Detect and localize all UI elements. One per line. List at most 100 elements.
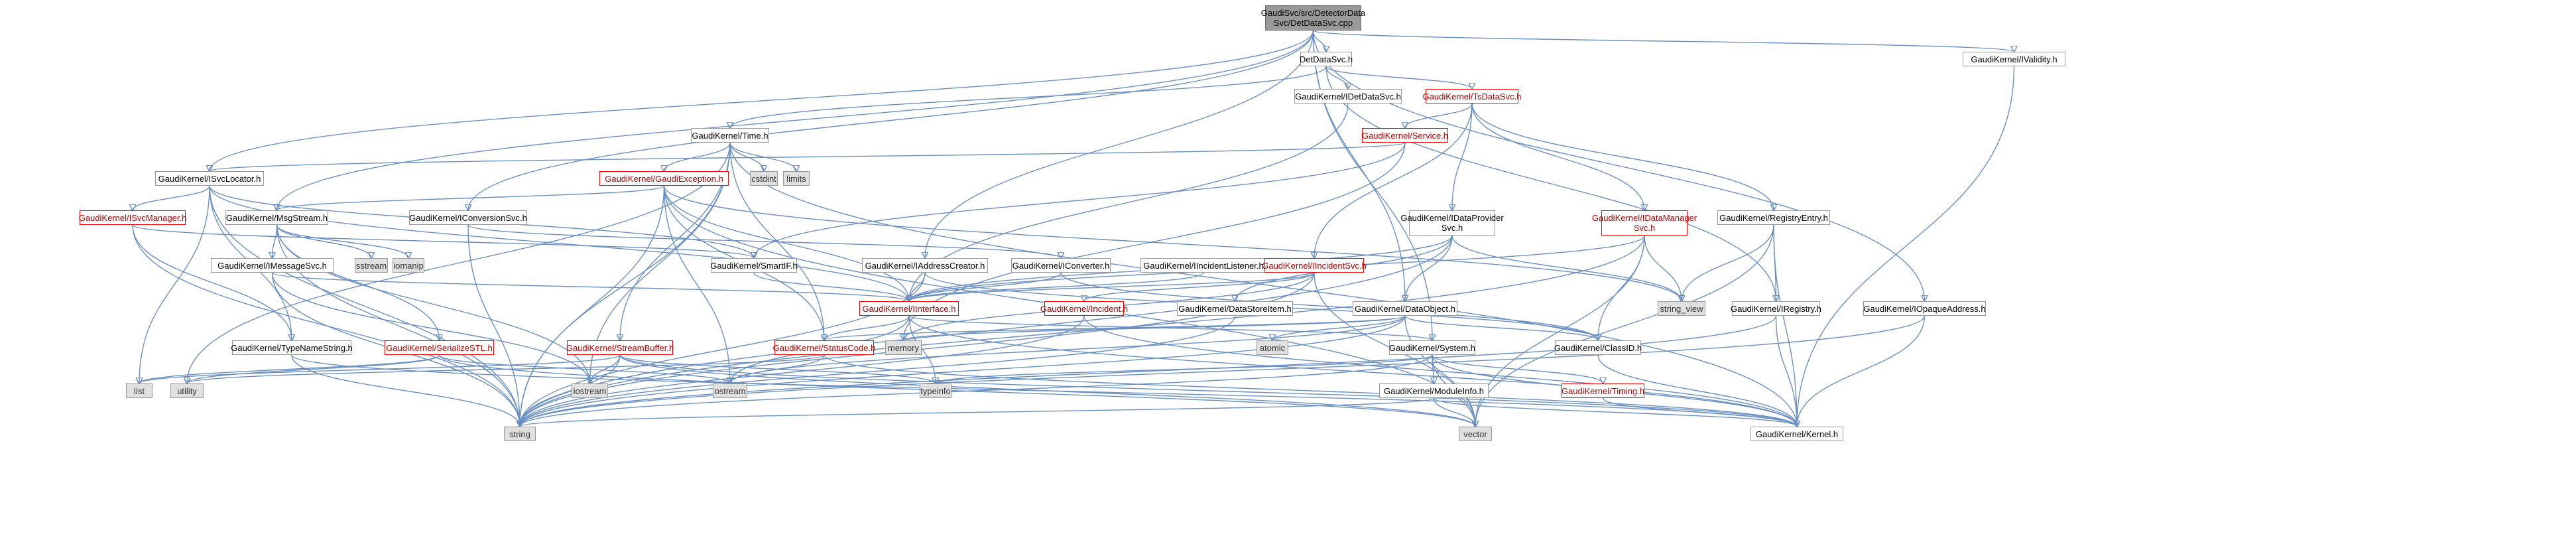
graph-node-idetdatasvc[interactable]: GaudiKernel/IDetDataSvc.h: [1294, 89, 1402, 103]
edge-iconversionsvc-to-string: [467, 224, 520, 427]
edge-time-to-gaudiexception: [664, 142, 731, 171]
graph-node-classid[interactable]: GaudiKernel/ClassID.h: [1554, 340, 1642, 355]
graph-node-time[interactable]: GaudiKernel/Time.h: [691, 128, 769, 143]
edge-root-to-msgstream: [277, 30, 1314, 210]
edge-serializestl-to-list: [139, 354, 440, 383]
edge-time-to-limits: [729, 142, 796, 171]
edge-msgstream-to-iomanip: [276, 224, 409, 258]
edge-service-to-isvclocator: [210, 142, 1406, 171]
edge-serializestl-to-ostream: [438, 354, 731, 383]
edge-dataobject-to-vector: [1404, 315, 1475, 427]
graph-node-streambuffer[interactable]: GaudiKernel/StreamBuffer.h: [566, 340, 674, 355]
edge-iregistry-to-kernel: [1775, 315, 1798, 427]
edge-isvcmanager-to-smartif: [132, 224, 754, 258]
edge-iincidentlistener-to-iinterface: [909, 272, 1204, 301]
edge-idataprovidersvc-to-string_view: [1451, 235, 1682, 301]
edge-imessagesvc-to-iostream: [271, 272, 590, 383]
edge-system-to-string: [520, 354, 1433, 427]
edge-msgstream-to-string: [276, 224, 521, 427]
graph-node-smartif[interactable]: GaudiKernel/SmartIF.h: [710, 258, 798, 273]
edge-moduleinfo-to-string: [520, 397, 1435, 427]
graph-node-tsdatasvc[interactable]: GaudiKernel/TsDataSvc.h: [1423, 89, 1521, 103]
graph-node-idataprovidersvc[interactable]: GaudiKernel/IDataProvider Svc.h: [1400, 210, 1504, 236]
graph-node-idatamanagersvc[interactable]: GaudiKernel/IDataManager Svc.h: [1592, 210, 1697, 236]
graph-node-gaudiexception[interactable]: GaudiKernel/GaudiException.h: [599, 171, 729, 186]
edge-serializestl-to-utility: [187, 354, 440, 383]
edge-streambuffer-to-list: [139, 354, 621, 383]
edge-iconversionsvc-to-iconverter: [467, 224, 1061, 258]
edge-classid-to-kernel: [1597, 354, 1797, 427]
graph-node-kernel[interactable]: GaudiKernel/Kernel.h: [1750, 427, 1843, 441]
graph-node-iinterface[interactable]: GaudiKernel/IInterface.h: [859, 301, 959, 316]
edge-root-to-iopaqueaddress: [1312, 30, 1925, 301]
graph-node-system[interactable]: GaudiKernel/System.h: [1389, 340, 1475, 355]
graph-node-isvcmanager[interactable]: GaudiKernel/ISvcManager.h: [79, 210, 186, 225]
graph-node-iincidentsvc[interactable]: GaudiKernel/IIncidentSvc.h: [1262, 258, 1367, 273]
graph-node-service[interactable]: GaudiKernel/Service.h: [1362, 128, 1448, 143]
edge-time-to-utility: [187, 142, 731, 383]
edge-detdatasvc-to-idetdatasvc: [1325, 66, 1348, 89]
edge-service-to-smartif: [754, 142, 1406, 258]
edge-moduleinfo-to-kernel: [1433, 397, 1798, 427]
graph-node-iaddresscreator[interactable]: GaudiKernel/IAddressCreator.h: [862, 258, 988, 273]
edge-iinterface-to-statuscode: [824, 315, 910, 340]
graph-node-iconverter[interactable]: GaudiKernel/IConverter.h: [1011, 258, 1111, 273]
edge-gaudiexception-to-iinterface: [663, 185, 910, 301]
edge-idatamanagersvc-to-string_view: [1644, 235, 1682, 301]
graph-node-ivalidity[interactable]: GaudiKernel/IValidity.h: [1963, 52, 2065, 66]
edge-datastoreitem-to-string: [520, 315, 1236, 427]
graph-node-ostream: ostream: [713, 383, 747, 398]
graph-node-registryentry[interactable]: GaudiKernel/RegistryEntry.h: [1717, 210, 1830, 225]
graph-node-memory: memory: [885, 340, 922, 355]
graph-node-typeinfo: typeinfo: [920, 383, 951, 398]
graph-node-iopaqueaddress[interactable]: GaudiKernel/IOpaqueAddress.h: [1863, 301, 1986, 316]
edge-smartif-to-iinterface: [753, 272, 909, 301]
edge-dataobject-to-atomic: [1272, 315, 1406, 340]
graph-node-datastoreitem[interactable]: GaudiKernel/DataStoreItem.h: [1177, 301, 1293, 316]
graph-node-imessagesvc[interactable]: GaudiKernel/IMessageSvc.h: [211, 258, 334, 273]
graph-node-root: GaudiSvc/src/DetectorData Svc/DetDataSvc…: [1261, 5, 1365, 31]
graph-node-timing[interactable]: GaudiKernel/Timing.h: [1562, 383, 1644, 398]
graph-node-moduleinfo[interactable]: GaudiKernel/ModuleInfo.h: [1379, 383, 1489, 398]
graph-node-iomanip: iomanip: [393, 258, 424, 273]
graph-node-detdatasvc[interactable]: DetDataSvc.h: [1300, 52, 1353, 66]
edge-idatamanagersvc-to-classid: [1598, 235, 1645, 340]
graph-node-serializestl[interactable]: GaudiKernel/SerializeSTL.h: [385, 340, 494, 355]
edge-tsdatasvc-to-idatamanagersvc: [1471, 103, 1644, 210]
edge-msgstream-to-sstream: [276, 224, 372, 258]
edge-isvclocator-to-iinterface: [209, 185, 909, 301]
graph-node-iregistry[interactable]: GaudiKernel/IRegistry.h: [1731, 301, 1821, 316]
graph-node-incident[interactable]: GaudiKernel/Incident.h: [1040, 301, 1128, 316]
graph-node-typenamestring[interactable]: GaudiKernel/TypeNameString.h: [231, 340, 353, 355]
graph-node-iincidentlistener[interactable]: GaudiKernel/IIncidentListener.h: [1140, 258, 1266, 273]
edge-detdatasvc-to-tsdatasvc: [1325, 66, 1472, 89]
edge-isvclocator-to-string: [209, 185, 520, 427]
edge-root-to-isvclocator: [210, 30, 1314, 171]
edge-dataobject-to-classid: [1404, 315, 1598, 340]
edge-moduleinfo-to-vector: [1433, 397, 1476, 427]
edge-dataobject-to-memory: [904, 315, 1406, 340]
graph-node-statuscode[interactable]: GaudiKernel/StatusCode.h: [773, 340, 875, 355]
edge-statuscode-to-utility: [187, 354, 825, 383]
edge-system-to-timing: [1432, 354, 1603, 383]
graph-node-isvclocator[interactable]: GaudiKernel/ISvcLocator.h: [155, 171, 264, 186]
graph-node-iconversionsvc[interactable]: GaudiKernel/IConversionSvc.h: [409, 210, 527, 225]
edge-iconverter-to-classid: [1060, 272, 1598, 340]
edge-root-to-iaddresscreator: [925, 30, 1314, 258]
edge-root-to-system: [1312, 30, 1433, 340]
edge-iconverter-to-iinterface: [909, 272, 1062, 301]
graph-node-utility: utility: [170, 383, 204, 398]
edge-statuscode-to-kernel: [824, 354, 1797, 427]
edge-gaudiexception-to-string_view: [663, 185, 1682, 301]
graph-node-atomic: atomic: [1257, 340, 1288, 355]
edge-msgstream-to-iostream: [276, 224, 590, 383]
graph-node-string_view: string_view: [1658, 301, 1705, 316]
edge-tsdatasvc-to-iincidentsvc: [1314, 103, 1473, 258]
graph-node-dataobject[interactable]: GaudiKernel/DataObject.h: [1353, 301, 1457, 316]
graph-node-msgstream[interactable]: GaudiKernel/MsgStream.h: [225, 210, 328, 225]
edge-msgstream-to-imessagesvc: [273, 224, 278, 258]
edge-iopaqueaddress-to-kernel: [1797, 315, 1926, 427]
graph-node-sstream: sstream: [355, 258, 388, 273]
